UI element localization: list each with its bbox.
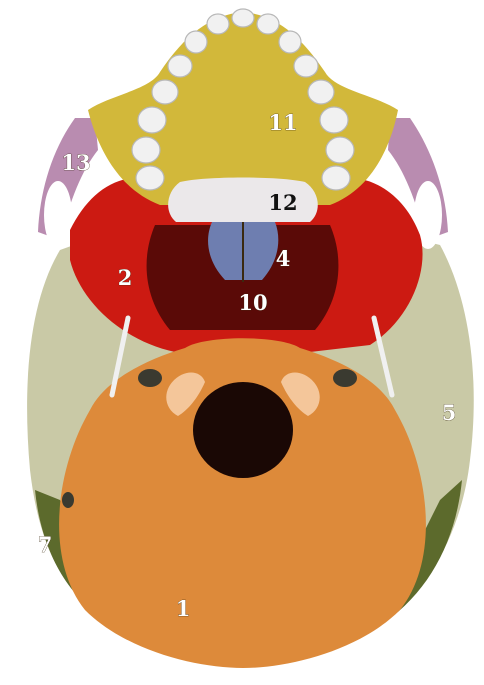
label-13: 13 [61,150,90,175]
label-5: 5 [442,400,457,425]
label-2: 2 [118,265,133,290]
label-11: 11 [268,110,297,135]
foramen-magnum [193,382,293,478]
label-12: 12 [268,190,297,215]
label-4: 4 [276,246,291,271]
zygomatic-arch-opening-left [44,181,72,249]
mastoid-foramen-left [62,492,74,508]
label-7: 7 [38,532,53,557]
jugular-foramen-left [138,369,162,387]
label-10: 10 [238,290,267,315]
label-1: 1 [176,596,191,621]
maxilla-palate [88,12,398,205]
jugular-foramen-right [333,369,357,387]
